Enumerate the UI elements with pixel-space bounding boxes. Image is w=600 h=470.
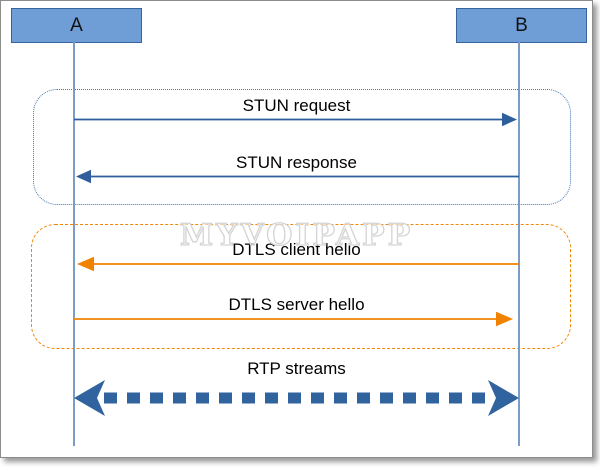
dtls-client-hello-arrowhead [77, 256, 94, 272]
message-label-dtls-server-hello: DTLS server hello [228, 295, 365, 314]
arrows-layer [73, 42, 520, 446]
watermark-text: MYVOIPAPP [179, 217, 414, 253]
rtp-streams-left-arrowhead [74, 380, 105, 416]
stun-request-arrowhead [502, 112, 517, 127]
actor-a-label: A [70, 14, 83, 36]
dtls-group-frame [31, 224, 571, 349]
stun-response-arrowhead [76, 169, 91, 184]
actor-b-label: B [515, 14, 528, 36]
actor-box-b: B [456, 8, 587, 43]
stun-group-frame [33, 89, 571, 205]
rtp-streams-right-arrowhead [488, 380, 519, 416]
message-label-dtls-client-hello: DTLS client hello [232, 240, 361, 259]
message-label-stun-request: STUN request [242, 96, 351, 115]
message-label-stun-response: STUN response [236, 153, 357, 172]
dtls-server-hello-arrowhead [496, 311, 513, 327]
actor-box-a: A [11, 8, 142, 43]
message-label-rtp-streams: RTP streams [247, 359, 346, 378]
diagram-canvas: A B MYVOIPAPP STUN request STUN response… [0, 0, 593, 458]
